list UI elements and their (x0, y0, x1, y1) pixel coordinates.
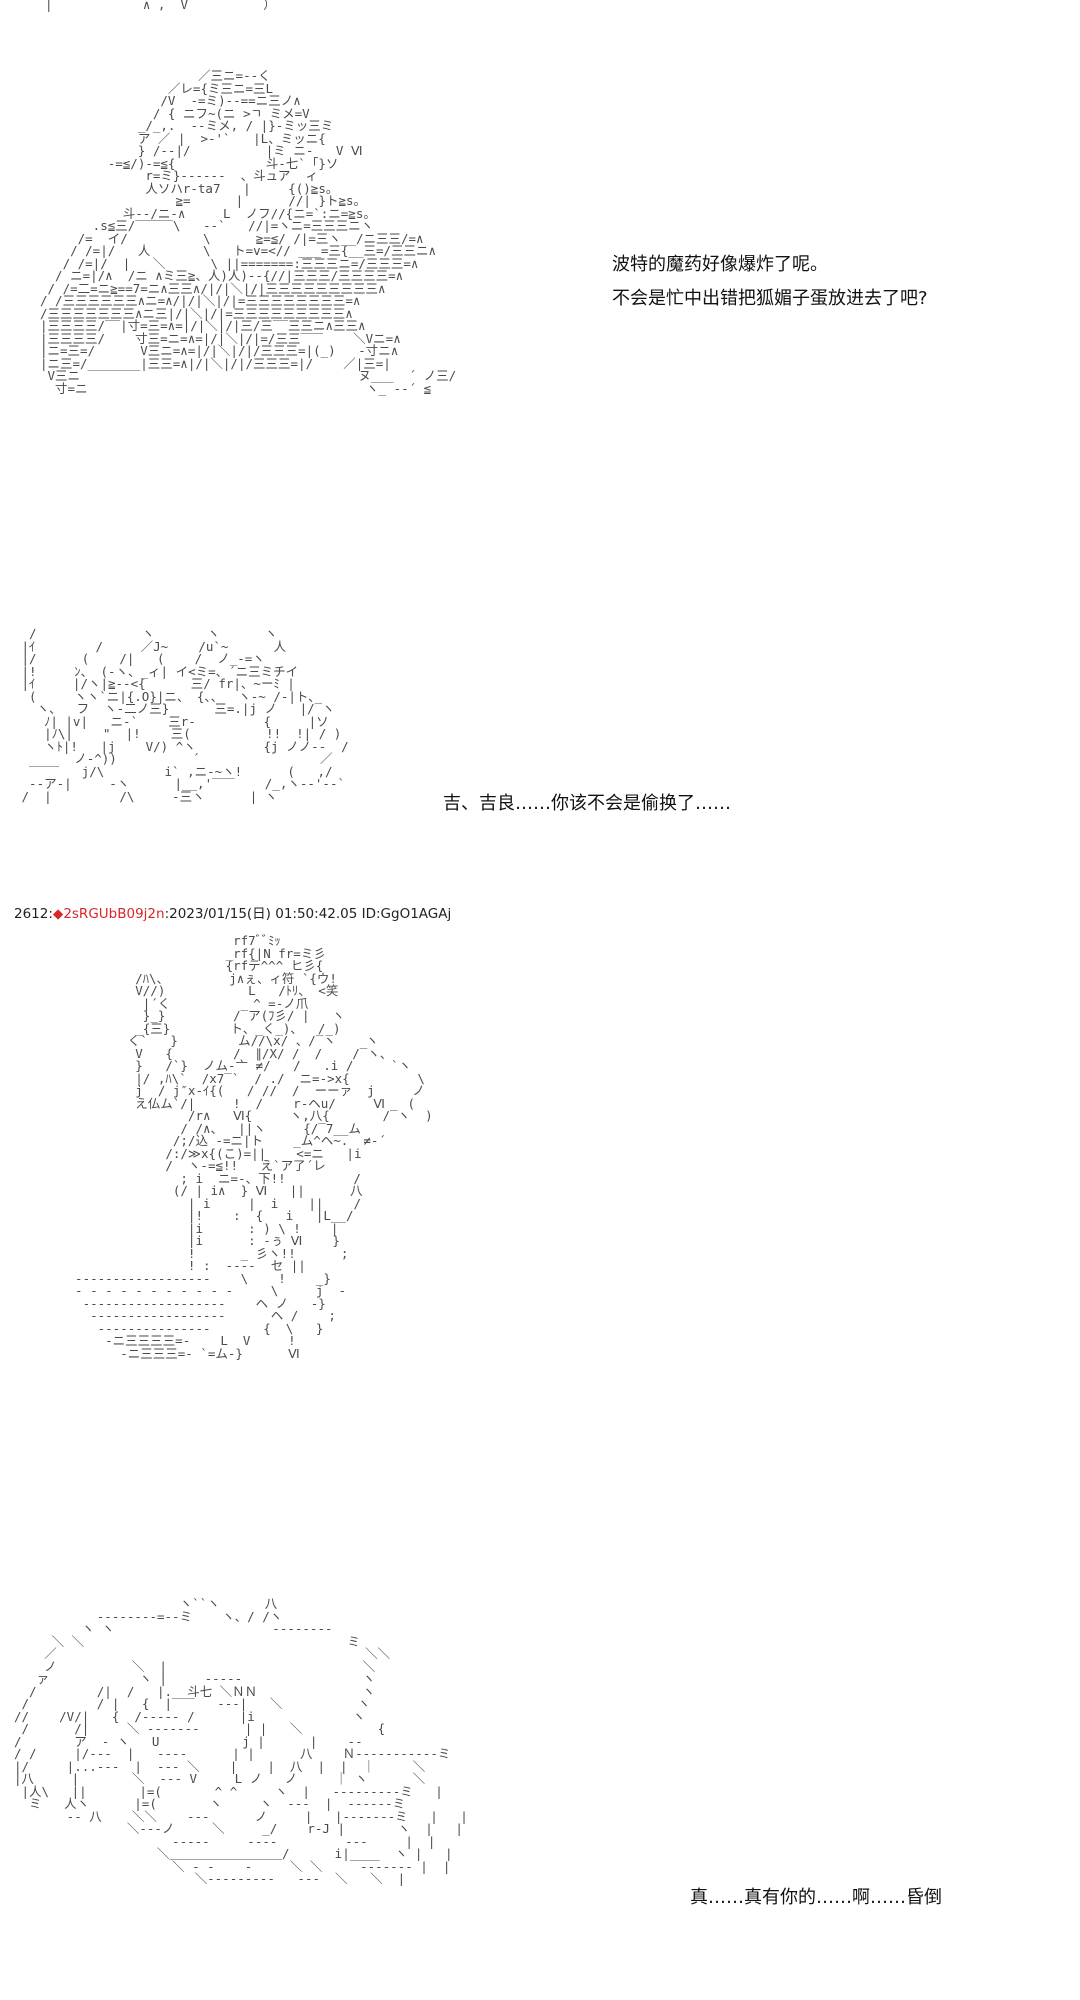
dialog-text-faint: 真……真有你的……啊……昏倒 (690, 1887, 942, 1908)
post-tripcode[interactable]: 2sRGUbB09j2n (63, 906, 165, 922)
dialog-text-potion-explosion: 波特的魔药好像爆炸了呢。 不会是忙中出错把狐媚子蛋放进去了吧? (612, 254, 928, 309)
post-datetime-id: :2023/01/15(日) 01:50:42.05 ID:GgO1AGAj (164, 906, 452, 922)
post-header: 2612:◆2sRGUbB09j2n:2023/01/15(日) 01:50:4… (14, 906, 452, 922)
ascii-art-shocked-face: / ヽ ヽ ヽ |ｲ / ／J~ /u`~ 人 |/ ( /| ( / ノ_-=… (21, 626, 349, 804)
trip-diamond-icon: ◆ (52, 906, 64, 922)
top-art-fragment: ‾‾| ∧ , V ） (30, 0, 276, 12)
post-number: 2612 (14, 906, 49, 922)
ascii-art-standing-character: ／三ニ=-‐く ／レ={ミ三ニ=三L /V -=ミ)--==ニ三ノ∧ / { ニ… (40, 68, 457, 396)
ascii-art-fainting-character: ヽ``ヽ 八 ‐‐‐‐‐‐‐‐=‐‐ミ ヽ、/ /ヽ ヽ ヽ ‐‐‐‐‐‐‐‐ … (14, 1596, 468, 1886)
ascii-art-laughing-character: rf7ﾞﾞﾐｯ _rf{|N fr=ミ彡 {rfテ^^^ ヒ彡{ /ﾊ\、 j∧… (75, 933, 433, 1361)
dialog-text-kira-swap: 吉、吉良……你该不会是偷换了…… (443, 793, 731, 814)
